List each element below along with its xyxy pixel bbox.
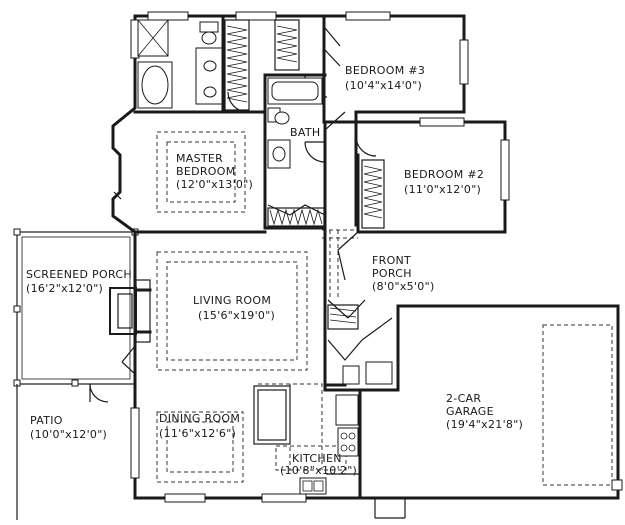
screened-porch-dims: (16'2"x12'0") xyxy=(26,282,103,295)
bedroom2-name: BEDROOM #2 xyxy=(404,168,484,181)
interior-walls xyxy=(133,73,362,392)
screened-porch-structure xyxy=(13,228,139,520)
garage-dims: (19'4"x21'8") xyxy=(446,418,523,431)
screened-porch-name: SCREENED PORCH xyxy=(26,268,132,281)
living-room-name: LIVING ROOM xyxy=(193,294,271,307)
garage-name-line1: 2-CAR xyxy=(446,392,481,405)
patio-dims: (10'0"x12'0") xyxy=(30,428,107,441)
front-porch-name-line2: PORCH xyxy=(372,267,412,280)
bath-name: BATH xyxy=(290,126,320,139)
master-name-line1: MASTER xyxy=(176,152,223,165)
garage-name-line2: GARAGE xyxy=(446,405,494,418)
living-room-dims: (15'6"x19'0") xyxy=(198,309,275,322)
master-bath-fixtures xyxy=(137,19,223,109)
doors xyxy=(121,27,393,375)
dining-room-dims: (11'6"x12'6") xyxy=(159,427,236,440)
bedroom3-dims: (10'4"x14'0") xyxy=(345,79,422,92)
kitchen-dims: (10'8"x10'2") xyxy=(280,464,357,477)
master-dims: (12'0"x13'0") xyxy=(176,178,253,191)
bedroom2-dims: (11'0"x12'0") xyxy=(404,183,481,196)
kitchen-fixtures xyxy=(253,361,393,495)
ceiling-outlines xyxy=(156,131,613,486)
hall-bath-fixtures xyxy=(267,77,323,169)
master-name-line2: BEDROOM xyxy=(176,165,236,178)
room-labels: BEDROOM #3 (10'4"x14'0") BATH MASTER BED… xyxy=(26,64,523,477)
kitchen-name: KITCHEN xyxy=(292,452,342,465)
windows xyxy=(113,11,510,503)
front-porch-name-line1: FRONT xyxy=(372,254,411,267)
closets xyxy=(224,19,385,330)
fireplace xyxy=(109,279,151,343)
front-porch-dims: (8'0"x5'0") xyxy=(372,280,435,293)
patio-name: PATIO xyxy=(30,414,63,427)
dining-room-name: DINING ROOM xyxy=(159,412,240,425)
bedroom3-name: BEDROOM #3 xyxy=(345,64,425,77)
